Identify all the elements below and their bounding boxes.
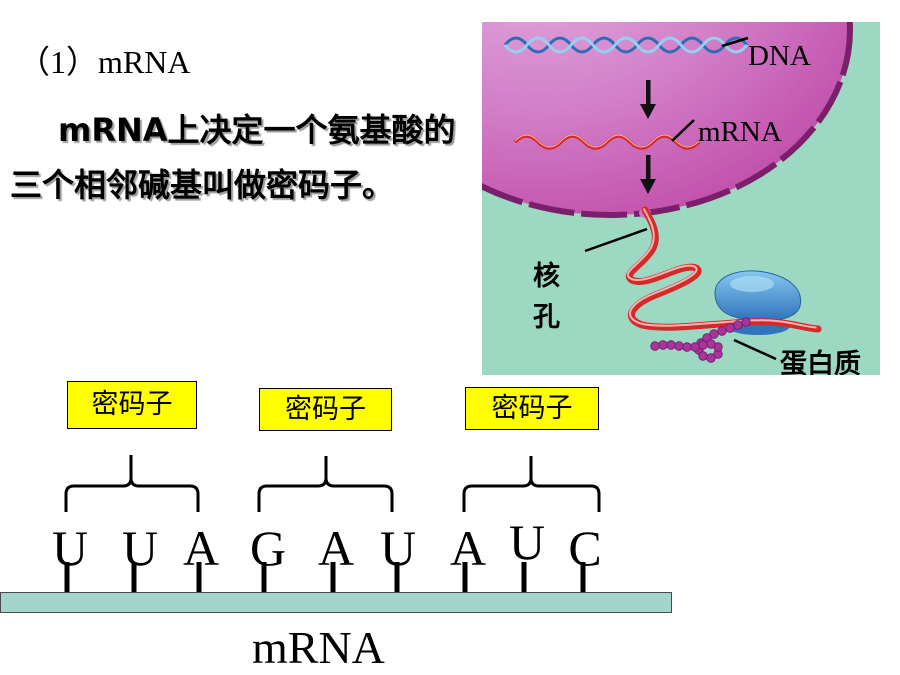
protein-bead [674,341,684,351]
codon-brace [64,455,200,512]
base-letter: G [249,520,287,576]
protein-bead [690,342,700,352]
dna-helix [503,36,749,54]
base-letter: U [508,514,546,570]
codon-label-box: 密码子 [259,388,392,431]
codon-brace [462,456,601,512]
ribosome-highlight [730,276,774,292]
protein-bead [698,351,708,361]
dna-strand-back [503,36,749,54]
mrna-pointer-line [671,119,695,142]
protein-bead [709,329,719,339]
cell-figure-panel: DNA mRNA 核孔 蛋白质 [482,22,880,375]
cell-illustration [482,22,853,363]
down-arrow [640,155,656,194]
dna-pointer-line [721,36,749,48]
protein-bead [698,340,708,350]
nuclear-mrna-strand [513,134,701,150]
mrna-label: mRNA [698,116,782,148]
definition-line-2: 三个相邻碱基叫做密码子。 [10,166,395,204]
mrna-strand-bar [0,592,672,613]
protein-bead [733,320,743,330]
down-arrow [640,80,656,119]
protein-bead [706,353,716,363]
codon-brace [257,456,394,512]
protein-bead [717,326,727,336]
slide-heading: （1）mRNA [18,44,191,80]
codon-label-box: 密码子 [465,387,599,430]
protein-bead [666,340,676,350]
base-letter: U [379,520,417,576]
base-letter: A [182,520,220,576]
base-letter: U [51,520,89,576]
protein-pointer-line [733,338,777,361]
nucleus [482,22,850,215]
nuclear-pore-label: 核孔 [533,261,560,333]
base-letter: U [121,520,159,576]
base-letter: A [449,520,487,576]
protein-label: 蛋白质 [780,349,861,376]
cytoplasmic-mrna-ribbon [626,206,822,333]
nuclear-envelope [482,22,853,218]
pore-pointer-line [584,227,648,253]
dna-label: DNA [748,40,811,72]
protein-bead [650,341,660,351]
protein-bead [706,339,716,349]
protein-bead [658,340,668,350]
protein-chain [650,317,751,363]
protein-bead [725,323,735,333]
base-letter: C [568,520,602,576]
base-letter: A [317,520,355,576]
codon-label-box: 密码子 [67,381,197,429]
protein-bead [741,317,751,327]
definition-line-1: mRNA上决定一个氨基酸的 [58,111,456,149]
dna-strand-front [503,36,749,54]
protein-bead [682,342,692,352]
mrna-strand-label: mRNA [252,622,385,673]
